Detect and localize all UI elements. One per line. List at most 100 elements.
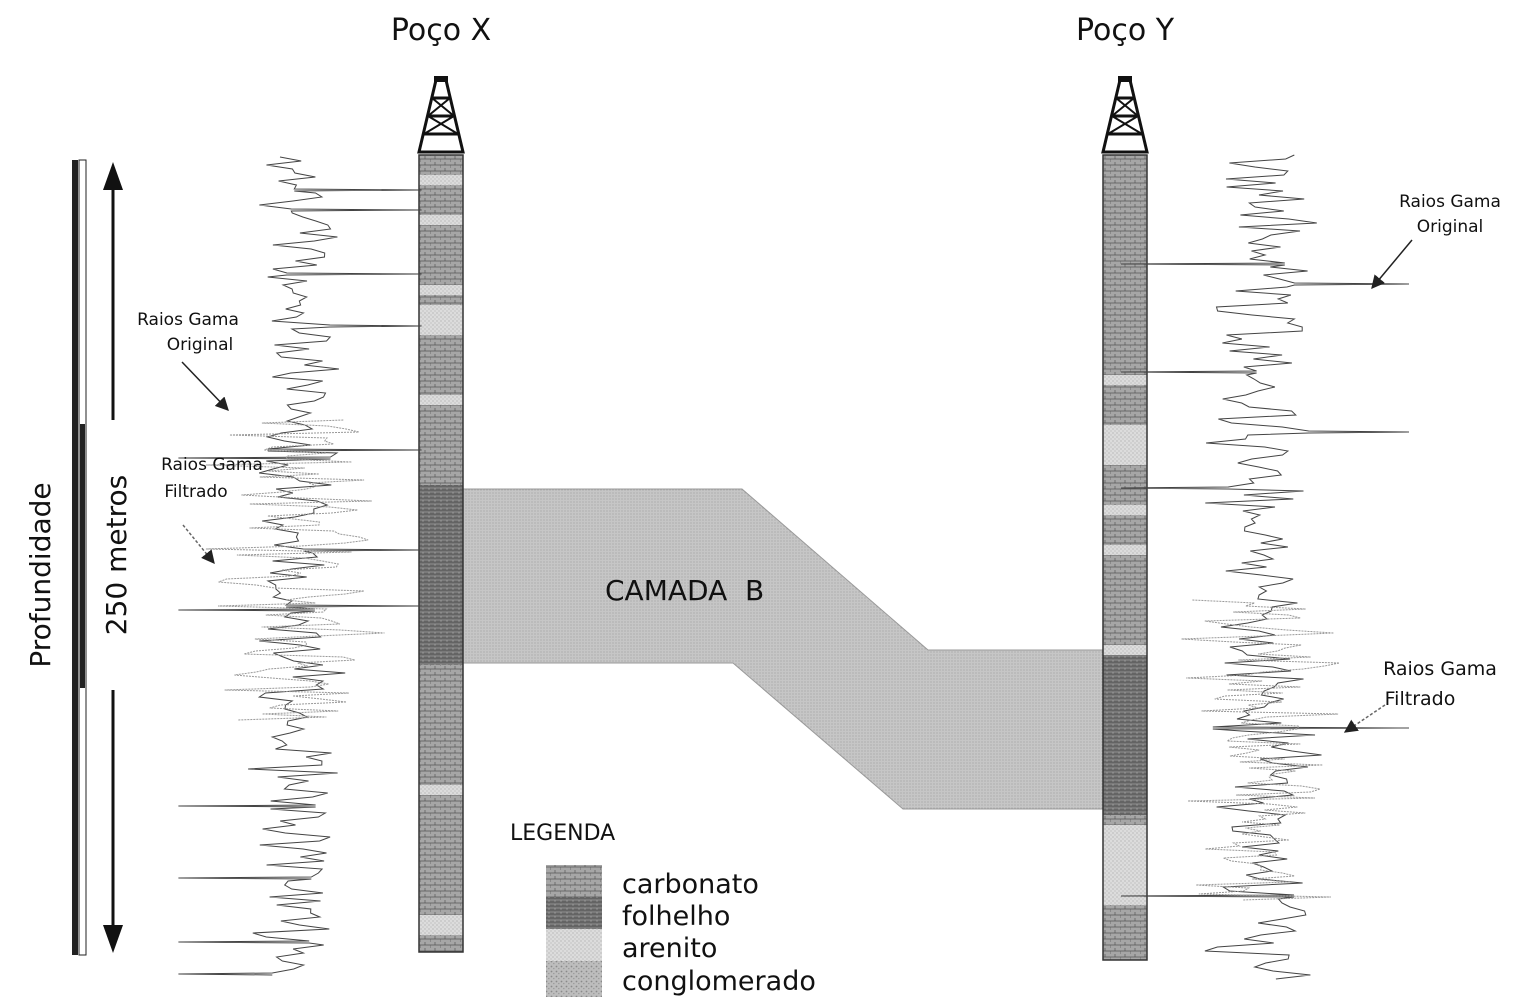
legend-label-arenito: arenito <box>622 933 717 964</box>
lithology-segment <box>1103 255 1147 265</box>
layer-b-label: CAMADA B <box>605 574 764 607</box>
lithology-segment <box>1103 785 1147 795</box>
lithology-segment <box>1103 555 1147 565</box>
lithology-segment <box>419 265 463 275</box>
lithology-segment <box>1103 895 1147 905</box>
lithology-segment <box>419 755 463 765</box>
annotation-x-filtered-line1: Raios Gama <box>161 455 263 475</box>
lithology-segment <box>419 675 463 685</box>
well-x-lithology-column <box>419 155 463 952</box>
lithology-segment <box>419 865 463 875</box>
lithology-segment <box>419 415 463 425</box>
lithology-segment <box>1103 525 1147 535</box>
lithology-segment <box>1103 685 1147 695</box>
lithology-segment <box>1103 645 1147 655</box>
lithology-segment <box>1103 405 1147 415</box>
lithology-segment <box>419 625 463 635</box>
lithology-segment <box>1103 455 1147 465</box>
lithology-segment <box>419 925 463 935</box>
lithology-segment <box>419 495 463 505</box>
lithology-segment <box>1103 205 1147 215</box>
lithology-segment <box>419 225 463 235</box>
lithology-segment <box>419 425 463 435</box>
lithology-segment <box>1103 845 1147 855</box>
lithology-segment <box>419 895 463 905</box>
lithology-segment <box>419 525 463 535</box>
lithology-segment <box>1103 495 1147 505</box>
lithology-segment <box>1103 315 1147 325</box>
annotation-x-original-line2: Original <box>167 335 234 355</box>
lithology-segment <box>419 835 463 845</box>
annotation-y-original-line2: Original <box>1417 217 1484 237</box>
well-x-gamma-log-original <box>178 156 422 976</box>
lithology-segment <box>419 355 463 365</box>
lithology-segment <box>1103 305 1147 315</box>
annotation-y-filtered-line2: Filtrado <box>1385 688 1456 710</box>
lithology-segment <box>1103 855 1147 865</box>
lithology-segment <box>419 695 463 705</box>
lithology-segment <box>419 655 463 665</box>
legend-swatch-arenito <box>546 929 602 961</box>
lithology-segment <box>419 705 463 715</box>
lithology-segment <box>1103 375 1147 385</box>
well-y-lithology-column <box>1103 155 1147 960</box>
lithology-segment <box>1103 745 1147 755</box>
lithology-segment <box>419 615 463 625</box>
lithology-segment <box>1103 285 1147 295</box>
lithology-segment <box>1103 575 1147 585</box>
scale-arrow <box>103 162 123 953</box>
lithology-segment <box>419 445 463 455</box>
lithology-segment <box>1103 805 1147 815</box>
lithology-segment <box>1103 865 1147 875</box>
scale-label: 250 metros <box>100 475 133 635</box>
lithology-segment <box>419 385 463 395</box>
lithology-segment <box>1103 355 1147 365</box>
lithology-segment <box>419 215 463 225</box>
lithology-segment <box>419 915 463 925</box>
lithology-segment <box>419 515 463 525</box>
lithology-segment <box>419 885 463 895</box>
lithology-segment <box>1103 265 1147 275</box>
lithology-segment <box>1103 345 1147 355</box>
lithology-segment <box>419 815 463 825</box>
annotation-x-original-line1: Raios Gama <box>137 310 239 330</box>
well-y-gamma-log-filtered <box>1181 599 1340 901</box>
lithology-segment <box>419 795 463 805</box>
lithology-segment <box>1103 155 1147 165</box>
lithology-segment <box>419 285 463 295</box>
lithology-segment <box>419 185 463 195</box>
well-x-title: Poço X <box>391 13 491 48</box>
lithology-segment <box>1103 515 1147 525</box>
lithology-segment <box>1103 915 1147 925</box>
lithology-segment <box>1103 465 1147 475</box>
lithology-segment <box>1103 655 1147 665</box>
annotation-x-filtered-line2: Filtrado <box>164 482 227 502</box>
lithology-segment <box>1103 625 1147 635</box>
lithology-segment <box>419 725 463 735</box>
annotation-y-original: Raios Gama Original <box>1371 192 1501 290</box>
lithology-segment <box>1103 585 1147 595</box>
lithology-segment <box>1103 605 1147 615</box>
lithology-segment <box>419 315 463 325</box>
lithology-segment <box>419 545 463 555</box>
lithology-segment <box>419 905 463 915</box>
lithology-segment <box>419 295 463 305</box>
lithology-segment <box>419 275 463 285</box>
lithology-segment <box>419 555 463 565</box>
lithology-segment <box>1103 335 1147 345</box>
lithology-segment <box>1103 595 1147 605</box>
lithology-segment <box>419 395 463 405</box>
lithology-segment <box>419 335 463 345</box>
lithology-segment <box>1103 295 1147 305</box>
annotation-y-original-line1: Raios Gama <box>1399 192 1501 212</box>
depth-axis-label: Profundidade <box>24 482 57 667</box>
legend-label-carbonato: carbonato <box>622 869 759 900</box>
lithology-segment <box>1103 665 1147 675</box>
lithology-segment <box>1103 705 1147 715</box>
lithology-segment <box>1103 435 1147 445</box>
lithology-segment <box>1103 725 1147 735</box>
lithology-segment <box>1103 175 1147 185</box>
annotation-x-filtered: Raios Gama Filtrado <box>161 455 263 565</box>
lithology-segment <box>419 585 463 595</box>
lithology-segment <box>1103 935 1147 945</box>
